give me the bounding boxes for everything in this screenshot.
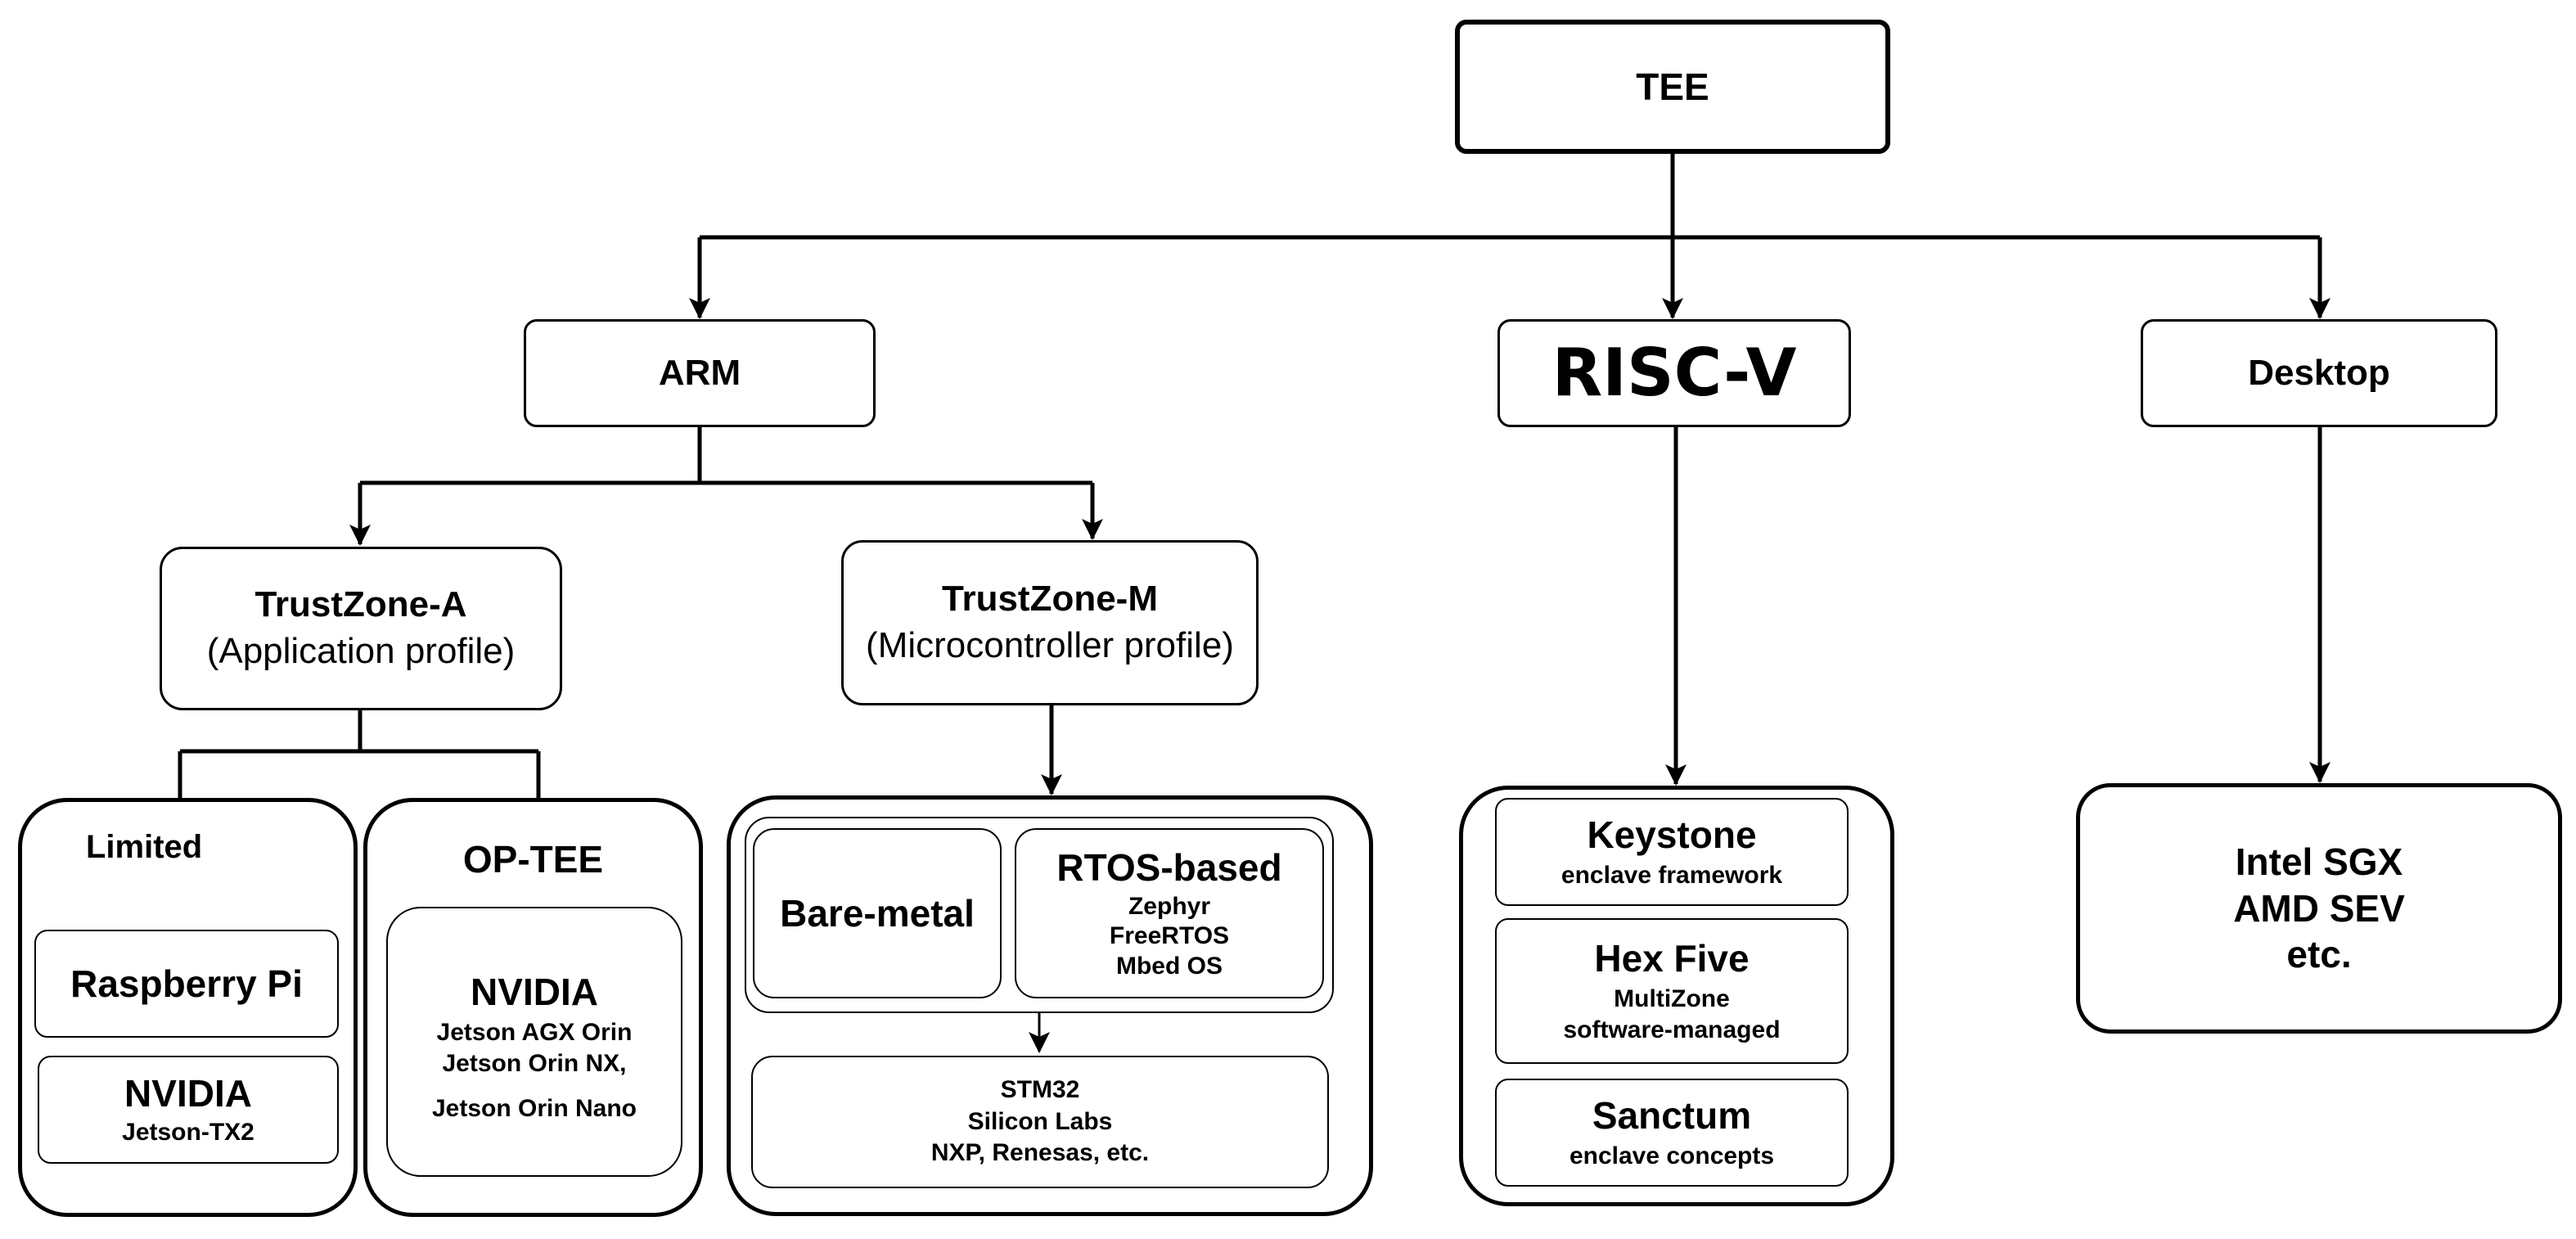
optee-nvidia-box: NVIDIA Jetson AGX Orin Jetson Orin NX, J… <box>386 907 682 1177</box>
vendor-nxp-renesas: NXP, Renesas, etc. <box>930 1139 1150 1167</box>
limited-group <box>18 798 358 1217</box>
riscv-group <box>1459 786 1894 1206</box>
tza-title: TrustZone-A <box>254 584 467 625</box>
vendors-box: STM32 Silicon Labs NXP, Renesas, etc. <box>751 1056 1329 1188</box>
hex-five-multizone: MultiZone <box>1614 984 1730 1012</box>
tee-label: TEE <box>1636 65 1709 108</box>
tzm-group <box>727 795 1373 1216</box>
arm-node: ARM <box>524 319 876 427</box>
keystone-box: Keystone enclave framework <box>1495 798 1849 906</box>
vendor-stm32: STM32 <box>1000 1076 1080 1104</box>
sanctum-box: Sanctum enclave concepts <box>1495 1079 1849 1187</box>
rtos-based-box: RTOS-based Zephyr FreeRTOS Mbed OS <box>1015 828 1324 998</box>
jetson-orin-nx: Jetson Orin NX, <box>442 1050 627 1078</box>
arm-label: ARM <box>658 352 741 393</box>
desktop-group: Intel SGX AMD SEV etc. <box>2076 783 2562 1034</box>
jetson-orin-nano: Jetson Orin Nano <box>431 1094 637 1122</box>
optee-nvidia-label: NVIDIA <box>471 971 598 1013</box>
desktop-node: Desktop <box>2141 319 2497 427</box>
tza-subtitle: (Application profile) <box>206 631 516 671</box>
riscv-label: RISC-V <box>1551 335 1797 411</box>
riscv-node: RISC-V <box>1497 319 1851 427</box>
nvidia-tx2-box: NVIDIA Jetson-TX2 <box>38 1056 339 1164</box>
bare-metal-label: Bare-metal <box>780 891 975 935</box>
hex-five-software-managed: software-managed <box>1563 1016 1781 1044</box>
trustzone-m-node: TrustZone-M (Microcontroller profile) <box>841 540 1259 705</box>
amd-sev-label: AMD SEV <box>2233 886 2405 930</box>
optee-group <box>363 798 703 1217</box>
rtos-mbed-os: Mbed OS <box>1115 952 1223 980</box>
intel-sgx-label: Intel SGX <box>2235 840 2403 883</box>
limited-nvidia-label: NVIDIA <box>124 1072 252 1115</box>
trustzone-a-node: TrustZone-A (Application profile) <box>160 547 562 710</box>
hex-five-title: Hex Five <box>1594 937 1750 980</box>
tzm-title: TrustZone-M <box>942 579 1158 620</box>
hex-five-box: Hex Five MultiZone software-managed <box>1495 918 1849 1064</box>
rtos-based-title: RTOS-based <box>1056 845 1282 889</box>
optee-title: OP-TEE <box>462 838 604 881</box>
sanctum-desc: enclave concepts <box>1569 1142 1775 1170</box>
vendor-silicon-labs: Silicon Labs <box>967 1107 1113 1135</box>
sanctum-title: Sanctum <box>1592 1094 1752 1138</box>
jetson-agx-orin: Jetson AGX Orin <box>436 1018 633 1046</box>
keystone-title: Keystone <box>1587 813 1757 857</box>
jetson-tx2-label: Jetson-TX2 <box>122 1119 254 1147</box>
tzm-subtitle: (Microcontroller profile) <box>866 625 1234 665</box>
tee-node: TEE <box>1455 20 1890 154</box>
rtos-freertos: FreeRTOS <box>1109 922 1230 950</box>
bare-metal-box: Bare-metal <box>753 828 1002 998</box>
tzm-inner-group <box>745 817 1334 1013</box>
desktop-etc-label: etc. <box>2286 933 2352 976</box>
raspberry-pi-label: Raspberry Pi <box>70 962 303 1005</box>
rtos-zephyr: Zephyr <box>1128 892 1211 920</box>
desktop-label: Desktop <box>2248 352 2390 393</box>
keystone-desc: enclave framework <box>1560 862 1783 890</box>
raspberry-pi-box: Raspberry Pi <box>34 930 339 1038</box>
limited-title: Limited <box>86 829 203 865</box>
